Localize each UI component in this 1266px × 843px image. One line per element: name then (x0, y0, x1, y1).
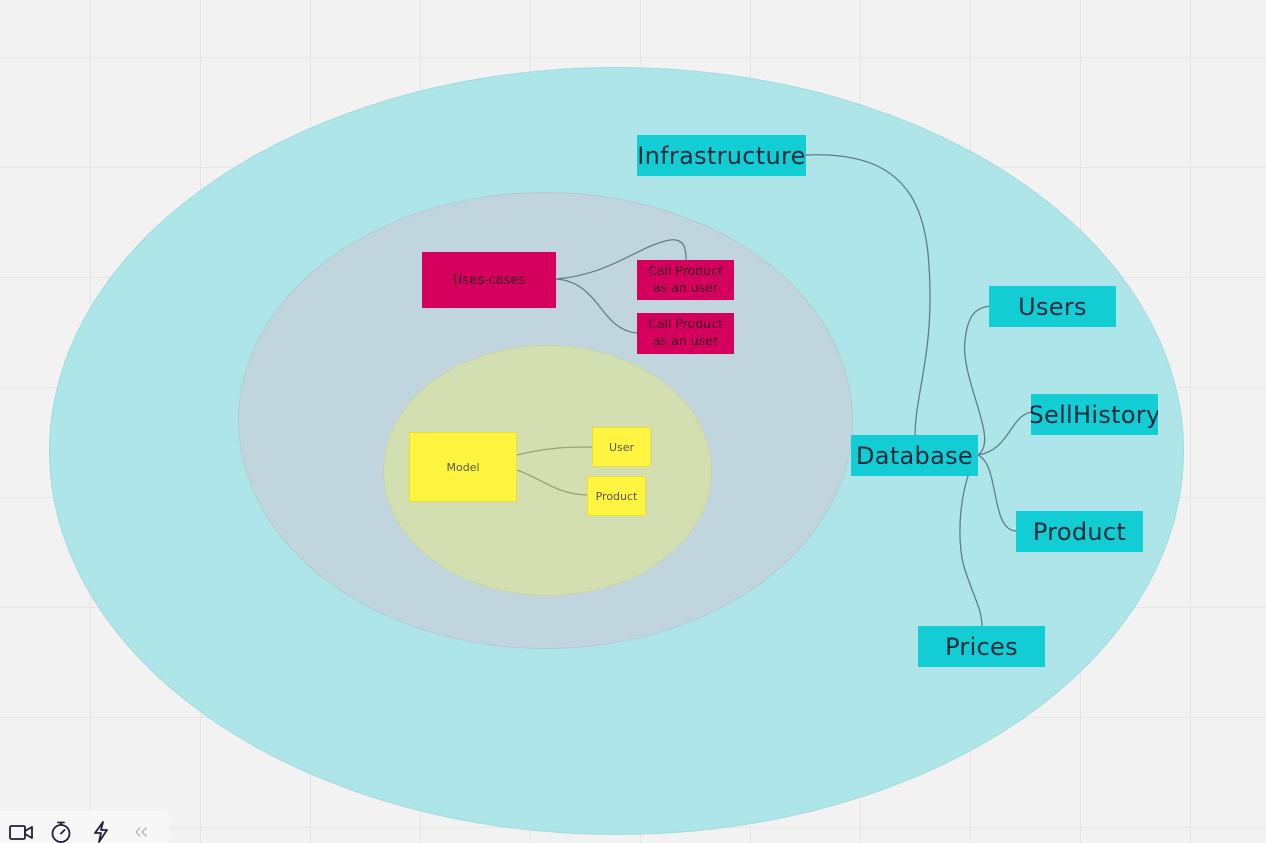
lightning-icon[interactable] (88, 819, 114, 843)
bottom-toolbar (0, 811, 169, 843)
users-table-note[interactable]: Users (989, 286, 1116, 327)
product-table-label: Product (1032, 517, 1127, 546)
sellhistory-table-label: SellHistory (1031, 400, 1158, 429)
use-cases-note[interactable]: Uses-cases (422, 252, 556, 308)
prices-table-label: Prices (945, 632, 1018, 661)
model-note-label: Model (446, 460, 480, 474)
video-icon[interactable] (8, 819, 34, 843)
user-entity-note[interactable]: User (592, 427, 651, 467)
prices-table-note[interactable]: Prices (918, 626, 1045, 667)
users-table-label: Users (1018, 292, 1087, 321)
infrastructure-note[interactable]: Infrastructure (637, 135, 806, 176)
use-case-logged-note[interactable]: Call Product as an user logged (637, 260, 734, 300)
use-case-not-logged-label: Call Product as an user not (648, 316, 723, 354)
use-cases-note-label: Uses-cases (452, 272, 526, 288)
product-entity-label: Product (595, 489, 638, 503)
product-entity-note[interactable]: Product (587, 476, 646, 516)
use-case-logged-label: Call Product as an user logged (648, 263, 723, 300)
timer-icon[interactable] (48, 819, 74, 843)
database-note[interactable]: Database (851, 435, 978, 476)
database-note-label: Database (856, 441, 973, 470)
product-table-note[interactable]: Product (1016, 511, 1143, 552)
model-note[interactable]: Model (409, 432, 517, 502)
sellhistory-table-note[interactable]: SellHistory (1031, 394, 1158, 435)
user-entity-label: User (608, 440, 635, 454)
use-case-not-logged-note[interactable]: Call Product as an user not (637, 313, 734, 354)
collapse-icon[interactable] (128, 819, 154, 843)
infrastructure-note-label: Infrastructure (637, 141, 806, 170)
